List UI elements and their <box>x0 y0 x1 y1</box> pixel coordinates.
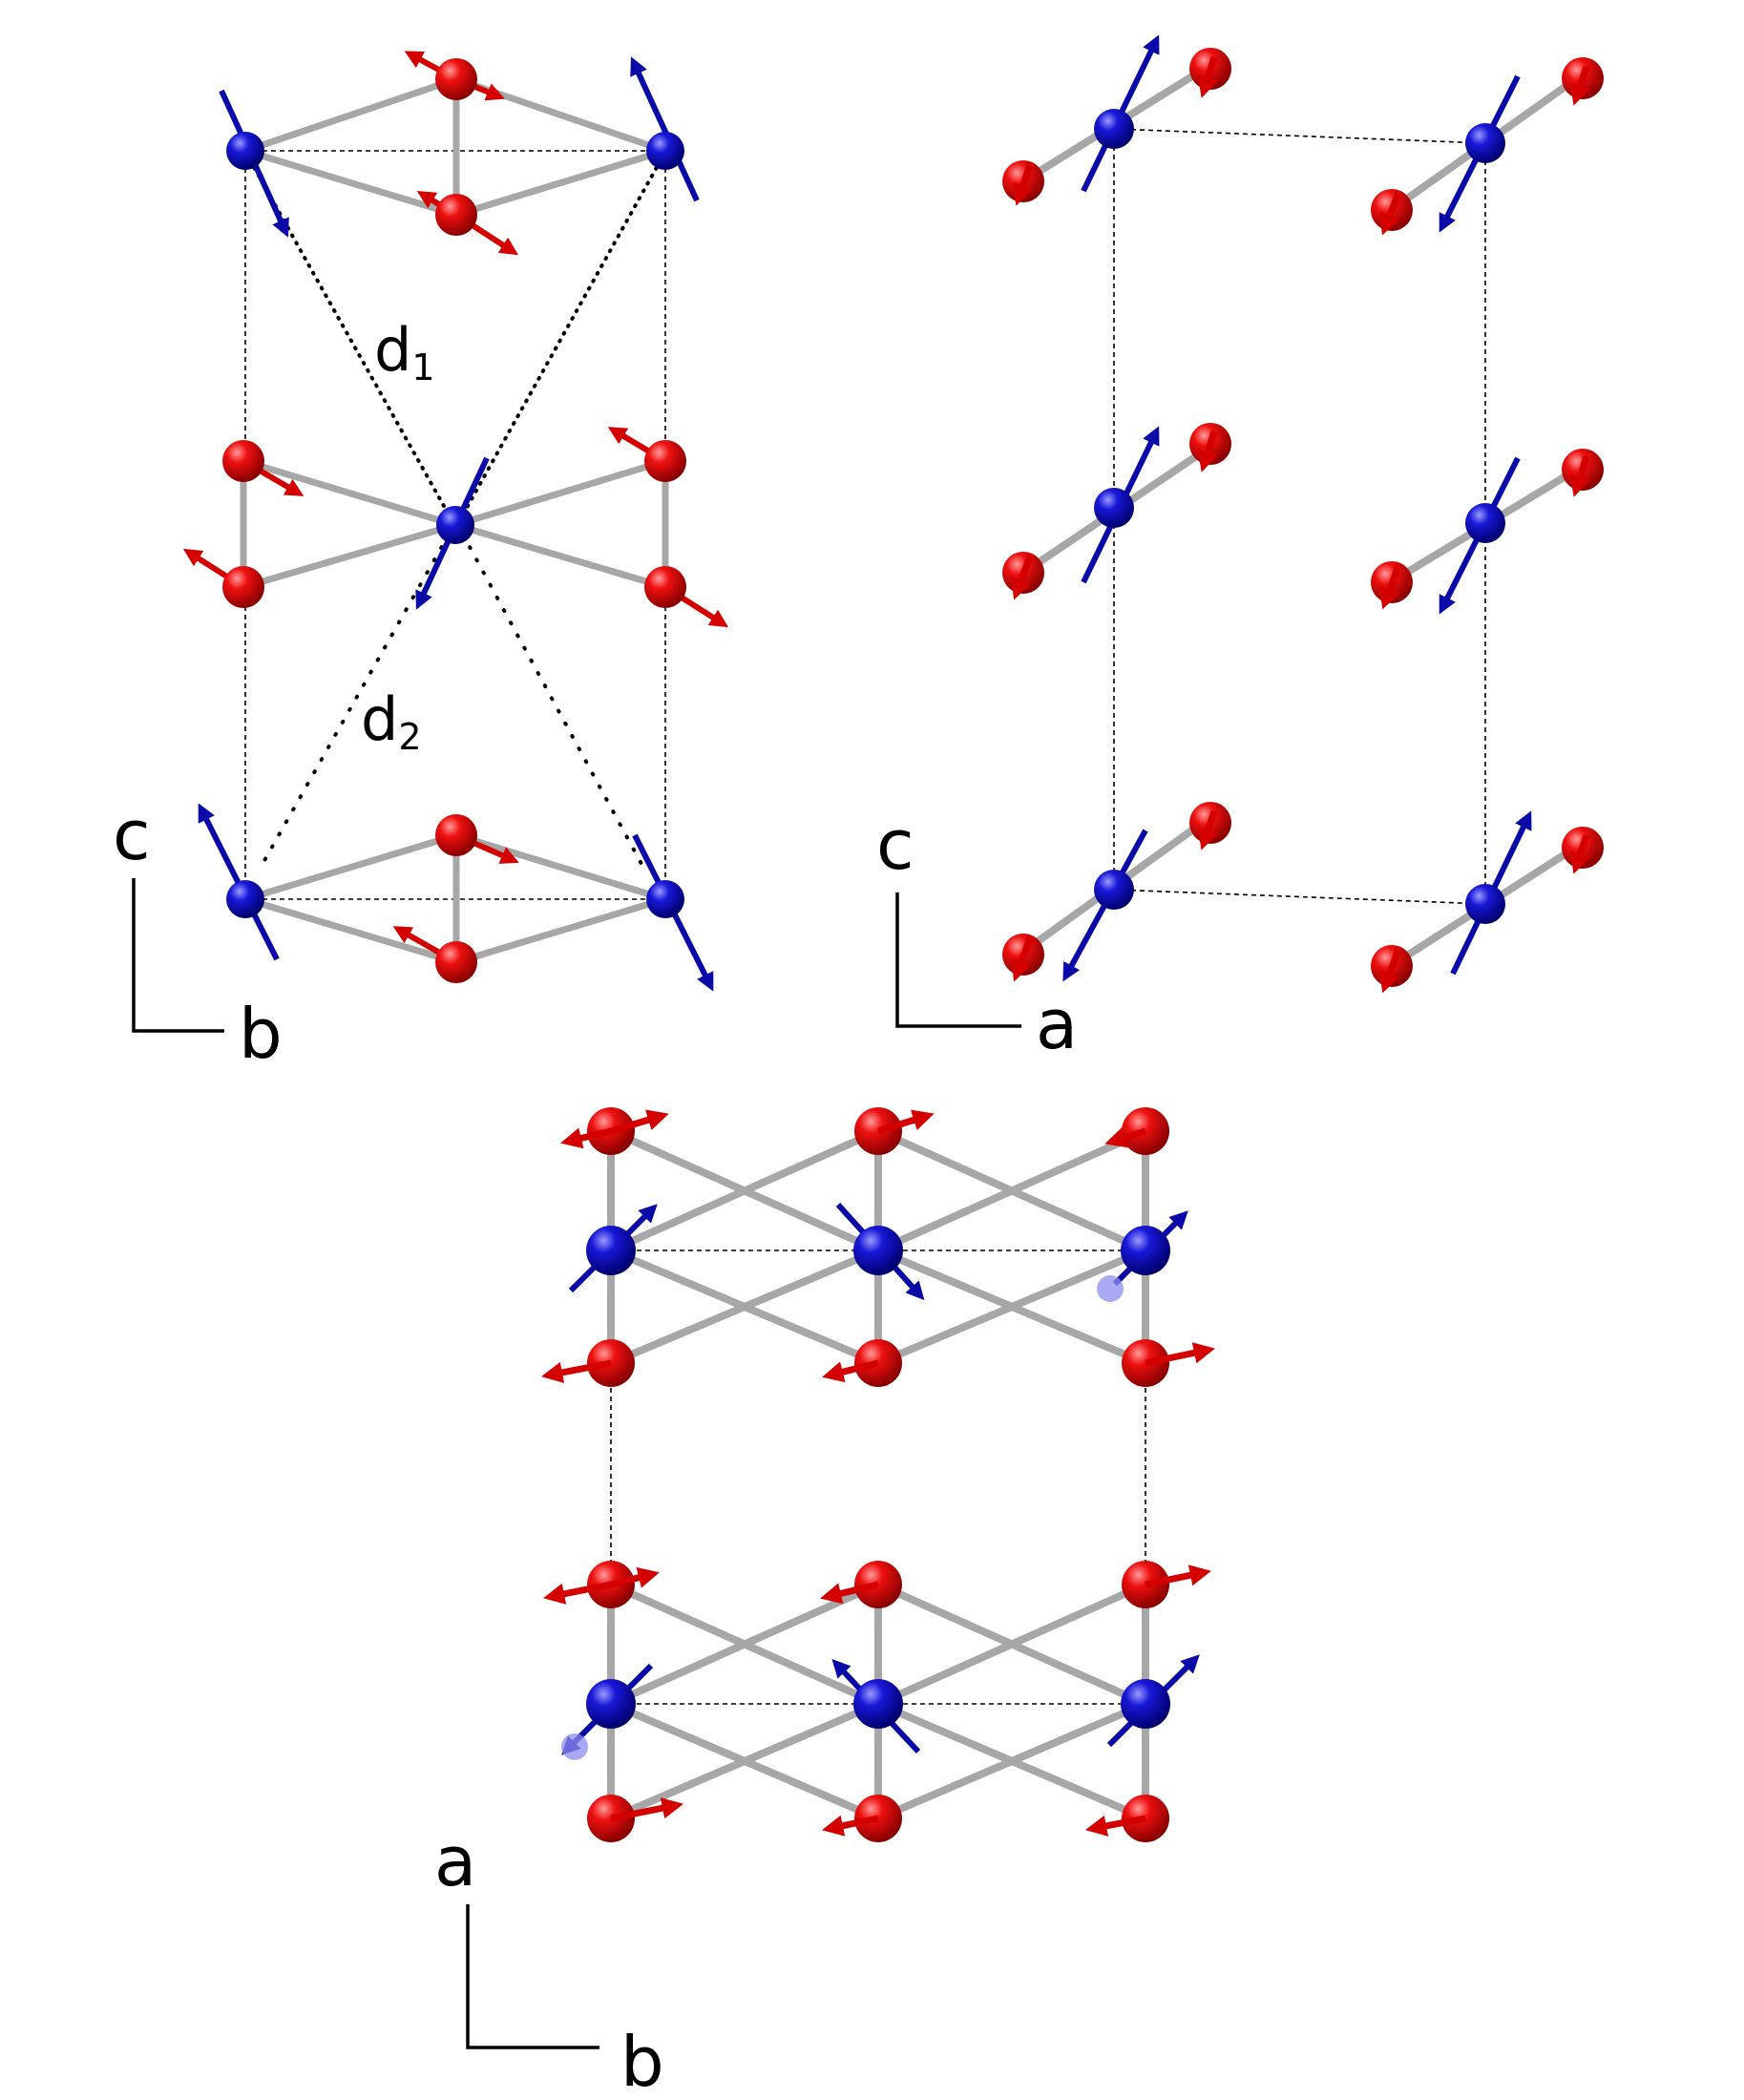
distance-label-d1: d1 <box>374 315 435 388</box>
panel-ab-view: a b <box>434 1107 1215 2100</box>
panel-cb-view: d1 d2 c b <box>113 51 729 1074</box>
red-moment-arrows-ca <box>1011 55 1591 994</box>
axis-indicator-ca: c a <box>876 805 1078 1064</box>
axis-indicator-cb: c b <box>113 795 283 1074</box>
axis-label-horizontal-ca: a <box>1036 984 1078 1064</box>
blue-atoms-cb <box>226 132 684 918</box>
blue-atoms-ca <box>1094 109 1505 924</box>
blue-moment-arrows-ca <box>1062 34 1532 982</box>
distance-lines-d2 <box>261 533 643 866</box>
blue-atoms-ab <box>586 1226 1170 1729</box>
axis-indicator-ab: a b <box>434 1821 664 2100</box>
panel-ca-view: c a <box>876 34 1604 1064</box>
axis-label-vertical-ab: a <box>434 1821 476 1901</box>
red-atoms-cb <box>222 58 686 983</box>
axis-label-vertical-ca: c <box>876 805 914 885</box>
axis-label-horizontal-ab: b <box>620 2022 664 2100</box>
axis-label-vertical-cb: c <box>113 795 151 875</box>
blue-ghost-atoms-ab <box>561 1275 1124 1760</box>
distance-label-d2: d2 <box>361 684 422 758</box>
axis-label-horizontal-cb: b <box>239 994 283 1074</box>
unit-cell-ca <box>1113 128 1486 905</box>
red-moment-arrows-ab <box>541 1109 1215 1837</box>
